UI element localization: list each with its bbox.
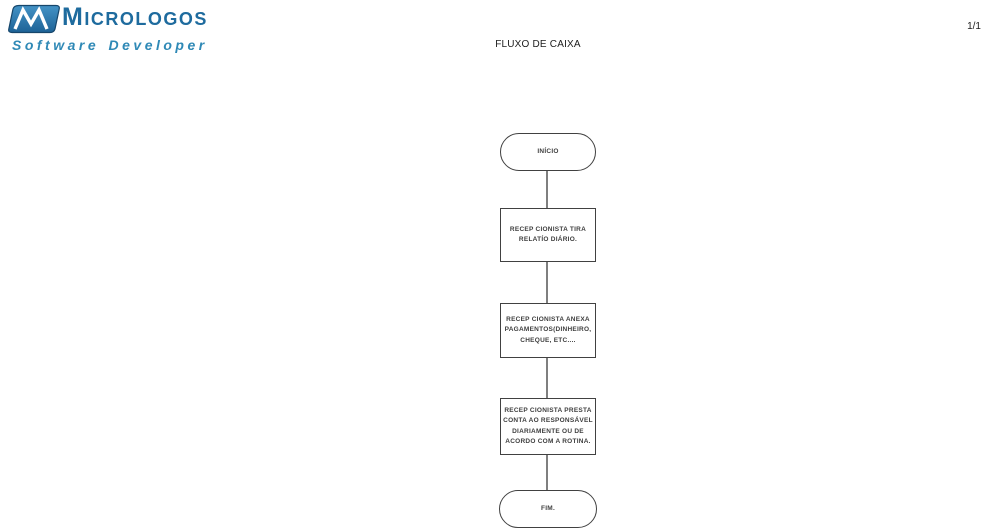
flow-node-process-3: RECEP CIONISTA PRESTA CONTA AO RESPONSÁV… bbox=[500, 398, 596, 455]
flow-connector-1 bbox=[546, 171, 548, 208]
flow-connector-2 bbox=[546, 262, 548, 303]
logo: Micrologos Software Developer bbox=[0, 0, 240, 60]
brand-tagline: Software Developer bbox=[12, 37, 208, 53]
flow-node-label-line: RECEP CIONISTA TIRA bbox=[509, 225, 587, 233]
brand-name: Micrologos bbox=[62, 3, 208, 31]
flow-node-label-line: RELATÍO DIÁRIO. bbox=[518, 236, 578, 243]
flow-node-process-1: RECEP CIONISTA TIRA RELATÍO DIÁRIO. bbox=[500, 208, 596, 262]
flow-node-label-line: PAGAMENTOS(DINHEIRO, bbox=[504, 326, 592, 334]
micrologos-m-icon bbox=[8, 4, 60, 34]
flow-node-label-line: RECEP CIONISTA PRESTA bbox=[504, 406, 592, 414]
flow-connector-4 bbox=[546, 455, 548, 490]
flow-node-start: INÍCIO bbox=[500, 133, 596, 171]
flow-node-process-2: RECEP CIONISTA ANEXA PAGAMENTOS(DINHEIRO… bbox=[500, 303, 596, 358]
page-number: 1/1 bbox=[967, 21, 981, 32]
page-title: FLUXO DE CAIXA bbox=[495, 39, 581, 50]
flow-node-label-line: CHEQUE, ETC.... bbox=[520, 336, 576, 344]
flow-node-label-line: CONTA AO RESPONSÁVEL bbox=[503, 417, 593, 424]
flow-node-label: INÍCIO bbox=[537, 147, 559, 155]
flow-connector-3 bbox=[546, 358, 548, 398]
flow-node-label-line: ACORDO COM A ROTINA. bbox=[505, 438, 591, 445]
flow-node-label-line: DIARIAMENTE OU DE bbox=[512, 427, 584, 435]
flow-node-end: FIM. bbox=[499, 490, 597, 528]
flow-node-label-line: RECEP CIONISTA ANEXA bbox=[506, 315, 590, 323]
flow-node-label: FIM. bbox=[541, 504, 555, 512]
